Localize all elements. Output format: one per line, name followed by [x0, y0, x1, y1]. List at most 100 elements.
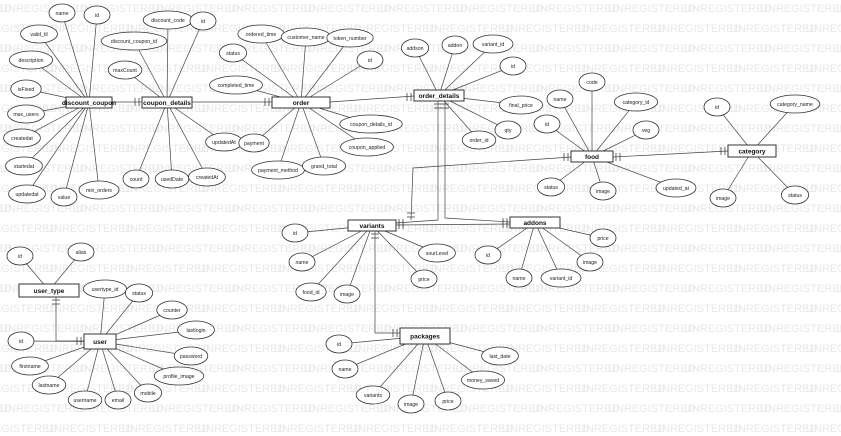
attribute-order-token-number[interactable]: token_number: [326, 28, 374, 48]
attribute-discount_coupon-value[interactable]: value: [50, 187, 78, 207]
attribute-user_type-id[interactable]: id: [6, 246, 34, 266]
attribute-category-id[interactable]: id: [703, 97, 731, 117]
attribute-user-counter[interactable]: counter: [156, 300, 188, 320]
entity-variants[interactable]: variants: [347, 219, 397, 232]
attribute-order-customer-name[interactable]: customer_name: [280, 27, 332, 47]
attribute-user-id[interactable]: id: [7, 331, 35, 351]
attribute-coupon_details-id[interactable]: id: [189, 11, 217, 31]
attribute-food-image[interactable]: image: [589, 181, 617, 201]
attribute-packages-price[interactable]: price: [434, 391, 462, 411]
attribute-coupon_details-useddate[interactable]: usedDate: [154, 169, 190, 189]
attribute-variants-id[interactable]: id: [281, 223, 309, 243]
attribute-coupon_details-maxcount[interactable]: maxCount: [107, 60, 143, 80]
attribute-discount_coupon-updatedat[interactable]: updatedat: [8, 184, 46, 204]
attribute-order_details-final-price[interactable]: final_price: [498, 95, 543, 115]
attribute-coupon_details-count[interactable]: count: [122, 169, 150, 189]
attribute-order_details-addson[interactable]: addson: [400, 38, 429, 58]
attribute-coupon_details-updatedat[interactable]: updatedAt: [205, 132, 243, 152]
attribute-order_details-order-id[interactable]: order_id: [461, 130, 497, 150]
attribute-user-profile-image[interactable]: profile_image: [153, 366, 205, 386]
entity-order[interactable]: order: [271, 96, 331, 109]
attribute-discount_coupon-min-orders[interactable]: min_orders: [78, 180, 120, 200]
attribute-variants-sourlevel[interactable]: sourLevel: [418, 243, 456, 263]
entity-coupon-details[interactable]: coupon_details: [141, 96, 193, 109]
attribute-food-name[interactable]: name: [546, 89, 574, 109]
attribute-discount_coupon-name[interactable]: name: [48, 3, 76, 23]
attribute-addons-id[interactable]: id: [474, 245, 502, 265]
attribute-order_details-id[interactable]: id: [499, 56, 527, 76]
attribute-order-status[interactable]: status: [218, 43, 247, 63]
attribute-packages-id[interactable]: id: [325, 334, 353, 354]
attribute-user-username[interactable]: username: [67, 390, 103, 410]
entity-discount-coupon[interactable]: discount_coupon: [62, 96, 116, 109]
attribute-food-status[interactable]: status: [537, 177, 566, 197]
attribute-packages-last-date[interactable]: last_date: [481, 346, 519, 366]
attribute-food-updated-at[interactable]: updated_at: [655, 178, 697, 198]
attribute-coupon_details-discount-coupon-id[interactable]: discount_coupon_id: [100, 31, 168, 51]
attribute-label: mobile: [140, 391, 155, 397]
attribute-order_details-variant-id[interactable]: variant_id: [472, 34, 514, 54]
attribute-connector-discount_coupon-valid-til: [38, 33, 90, 103]
entity-packages[interactable]: packages: [399, 327, 451, 345]
attribute-user-lastname[interactable]: lastname: [31, 375, 67, 395]
attribute-order-ordered-time[interactable]: ordered_time: [237, 24, 285, 44]
entity-user-type[interactable]: user_type: [18, 283, 80, 298]
entity-user[interactable]: user: [83, 333, 117, 350]
attribute-order-payment-method[interactable]: payment_method: [251, 160, 305, 180]
attribute-order-payment[interactable]: payment: [238, 133, 270, 153]
attribute-variants-name[interactable]: name: [288, 252, 316, 272]
attribute-packages-image[interactable]: image: [397, 394, 425, 414]
attribute-label: usertype_id: [92, 287, 119, 293]
attribute-food-category-id[interactable]: category_id: [614, 92, 659, 112]
attribute-order_details-addon[interactable]: addon: [441, 35, 469, 55]
attribute-packages-money-saved[interactable]: money_saved: [460, 370, 505, 390]
attribute-order-coupon-details-id[interactable]: coupon_details_id: [339, 114, 403, 134]
attribute-order-id[interactable]: id: [356, 50, 384, 70]
attribute-order-completed-time[interactable]: completed_time: [209, 75, 263, 95]
attribute-addons-name[interactable]: name: [505, 268, 533, 288]
attribute-user_type-alias[interactable]: alias: [67, 242, 95, 262]
attribute-user-usertype-id[interactable]: usertype_id: [83, 279, 128, 299]
attribute-variants-food-id[interactable]: food_id: [295, 282, 327, 302]
attribute-addons-image[interactable]: image: [576, 252, 604, 272]
attribute-addons-price[interactable]: price: [589, 228, 617, 248]
attribute-discount_coupon-description[interactable]: description: [8, 50, 54, 70]
attribute-coupon_details-createdat[interactable]: createdAt: [188, 167, 226, 187]
watermark-text: UNREGISTERED: [0, 323, 11, 335]
attribute-discount_coupon-createdat[interactable]: createdat: [3, 128, 41, 148]
attribute-discount_coupon-max-users[interactable]: max_users: [7, 104, 45, 124]
attribute-user-firstname[interactable]: firstname: [11, 356, 49, 376]
attribute-user-lastlogin[interactable]: lastlogin: [177, 320, 215, 340]
attribute-discount_coupon-startedat[interactable]: startedat: [5, 156, 43, 176]
attribute-category-image[interactable]: image: [709, 188, 737, 208]
watermark-text: UNREGISTERED: [608, 163, 695, 175]
entity-food[interactable]: food: [570, 150, 614, 163]
attribute-variants-price[interactable]: price: [410, 269, 438, 289]
attribute-coupon_details-discount-code[interactable]: discount_code: [142, 10, 194, 30]
attribute-order-grand-total[interactable]: grand_total: [301, 156, 346, 176]
attribute-user-status[interactable]: status: [125, 283, 154, 303]
attribute-order-coupon-applied[interactable]: coupon_applied: [340, 137, 394, 157]
attribute-discount_coupon-valid-til[interactable]: valid_til: [20, 24, 58, 44]
attribute-user-password[interactable]: password: [173, 346, 209, 366]
attribute-category-status[interactable]: status: [781, 185, 810, 205]
attribute-addons-variant-id[interactable]: variant_id: [540, 268, 582, 288]
attribute-user-mobile[interactable]: mobile: [133, 383, 162, 403]
attribute-user-email[interactable]: email: [104, 390, 132, 410]
attribute-packages-name[interactable]: name: [331, 359, 359, 379]
entity-addons[interactable]: addons: [509, 216, 561, 229]
watermark-text: UNREGISTERED: [760, 243, 841, 255]
entity-category[interactable]: category: [727, 144, 777, 158]
attribute-discount_coupon-isfixed[interactable]: isFixed: [10, 79, 42, 99]
attribute-order_details-qty[interactable]: qty: [494, 120, 522, 140]
watermark-text: UNREGISTERED: [836, 203, 841, 215]
attribute-food-code[interactable]: code: [578, 72, 606, 92]
attribute-food-id[interactable]: id: [533, 114, 561, 134]
attribute-packages-variants[interactable]: variants: [355, 385, 391, 405]
watermark-text: UNREGISTERED: [502, 423, 589, 435]
attribute-category-category-name[interactable]: category_name: [769, 94, 821, 114]
entity-order-details[interactable]: order_details: [413, 89, 465, 102]
attribute-food-veg[interactable]: veg: [632, 120, 660, 140]
attribute-variants-image[interactable]: image: [333, 284, 361, 304]
attribute-discount_coupon-id[interactable]: id: [83, 5, 111, 25]
